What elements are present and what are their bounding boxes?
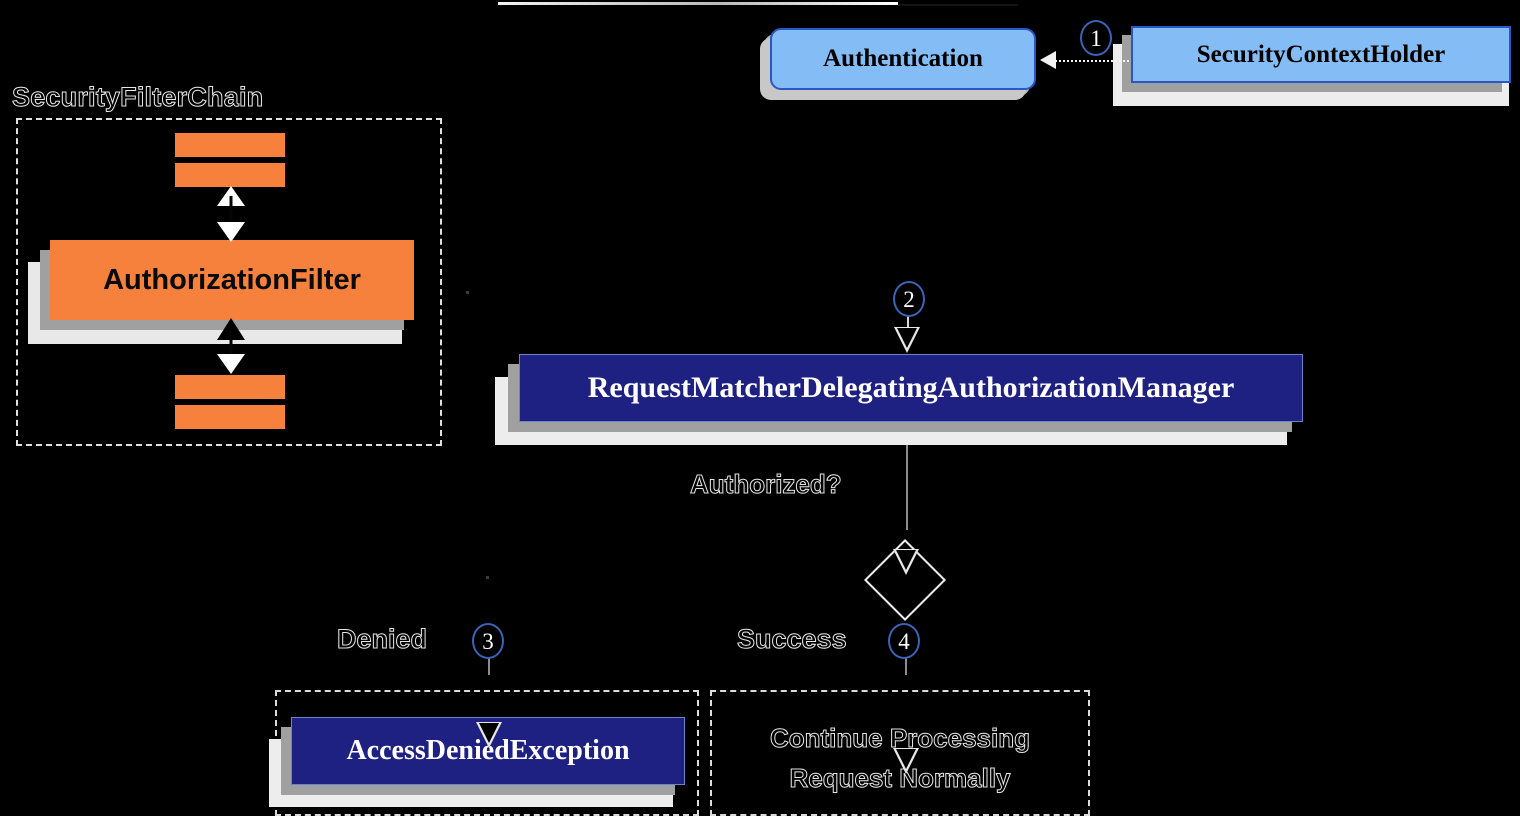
step-marker-4-label: 4 xyxy=(898,628,910,654)
security-filter-chain-group xyxy=(16,118,442,446)
node-authorization-filter[interactable]: AuthorizationFilter xyxy=(50,240,414,320)
edge-sch-to-authentication xyxy=(1055,60,1133,62)
filter-bar-upper-1 xyxy=(175,133,285,157)
step-marker-2-label: 2 xyxy=(903,286,915,312)
step-marker-1: 1 xyxy=(1080,20,1112,56)
node-security-context-holder[interactable]: SecurityContextHolder xyxy=(1131,26,1511,83)
node-authorization-manager-label: RequestMatcherDelegatingAuthorizationMan… xyxy=(587,371,1235,404)
edge-success-stem xyxy=(905,657,907,675)
edge-success-arrowhead xyxy=(893,748,919,774)
edge-authorized-stem xyxy=(906,422,908,530)
node-continue-processing-line-2: Request Normally xyxy=(789,763,1011,794)
edge-denied-stem xyxy=(488,657,490,675)
background-dot-1 xyxy=(466,291,469,294)
node-continue-processing-line-1: Continue Processing xyxy=(769,722,1031,753)
background-dot-2 xyxy=(486,576,489,579)
node-authentication[interactable]: Authentication xyxy=(770,28,1036,90)
edge-sch-to-authentication-arrowhead xyxy=(1040,51,1056,69)
step-marker-3-label: 3 xyxy=(482,628,494,654)
node-authentication-label: Authentication xyxy=(823,45,983,72)
filter-bar-lower-1 xyxy=(175,375,285,399)
step-marker-4: 4 xyxy=(888,623,920,659)
node-continue-processing: Continue Processing Request Normally xyxy=(710,718,1090,799)
filter-bar-upper-2 xyxy=(175,163,285,187)
security-filter-chain-title: SecurityFilterChain xyxy=(11,82,264,113)
node-authorization-manager[interactable]: RequestMatcherDelegatingAuthorizationMan… xyxy=(519,354,1303,422)
top-edge-rule-secondary xyxy=(898,4,1018,6)
step-marker-2: 2 xyxy=(893,281,925,317)
edge-upper-filters-to-authorization-filter xyxy=(216,186,246,242)
filter-bar-lower-2 xyxy=(175,405,285,429)
node-security-context-holder-label: SecurityContextHolder xyxy=(1196,40,1446,68)
group-success xyxy=(710,690,1090,816)
edge-authorization-filter-to-lower-filters xyxy=(216,318,246,376)
edge-step2-arrowhead xyxy=(894,327,920,353)
edge-label-authorized: Authorized? xyxy=(690,469,843,500)
edge-denied-arrowhead xyxy=(476,722,502,748)
top-edge-rule xyxy=(498,2,898,5)
step-marker-1-label: 1 xyxy=(1090,25,1102,51)
edge-label-success: Success xyxy=(737,624,848,655)
node-authorization-filter-label: AuthorizationFilter xyxy=(103,263,361,296)
step-marker-3: 3 xyxy=(472,623,504,659)
edge-authorized-arrowhead xyxy=(893,549,919,575)
edge-step2-stem xyxy=(907,315,909,335)
edge-label-denied: Denied xyxy=(336,624,428,655)
